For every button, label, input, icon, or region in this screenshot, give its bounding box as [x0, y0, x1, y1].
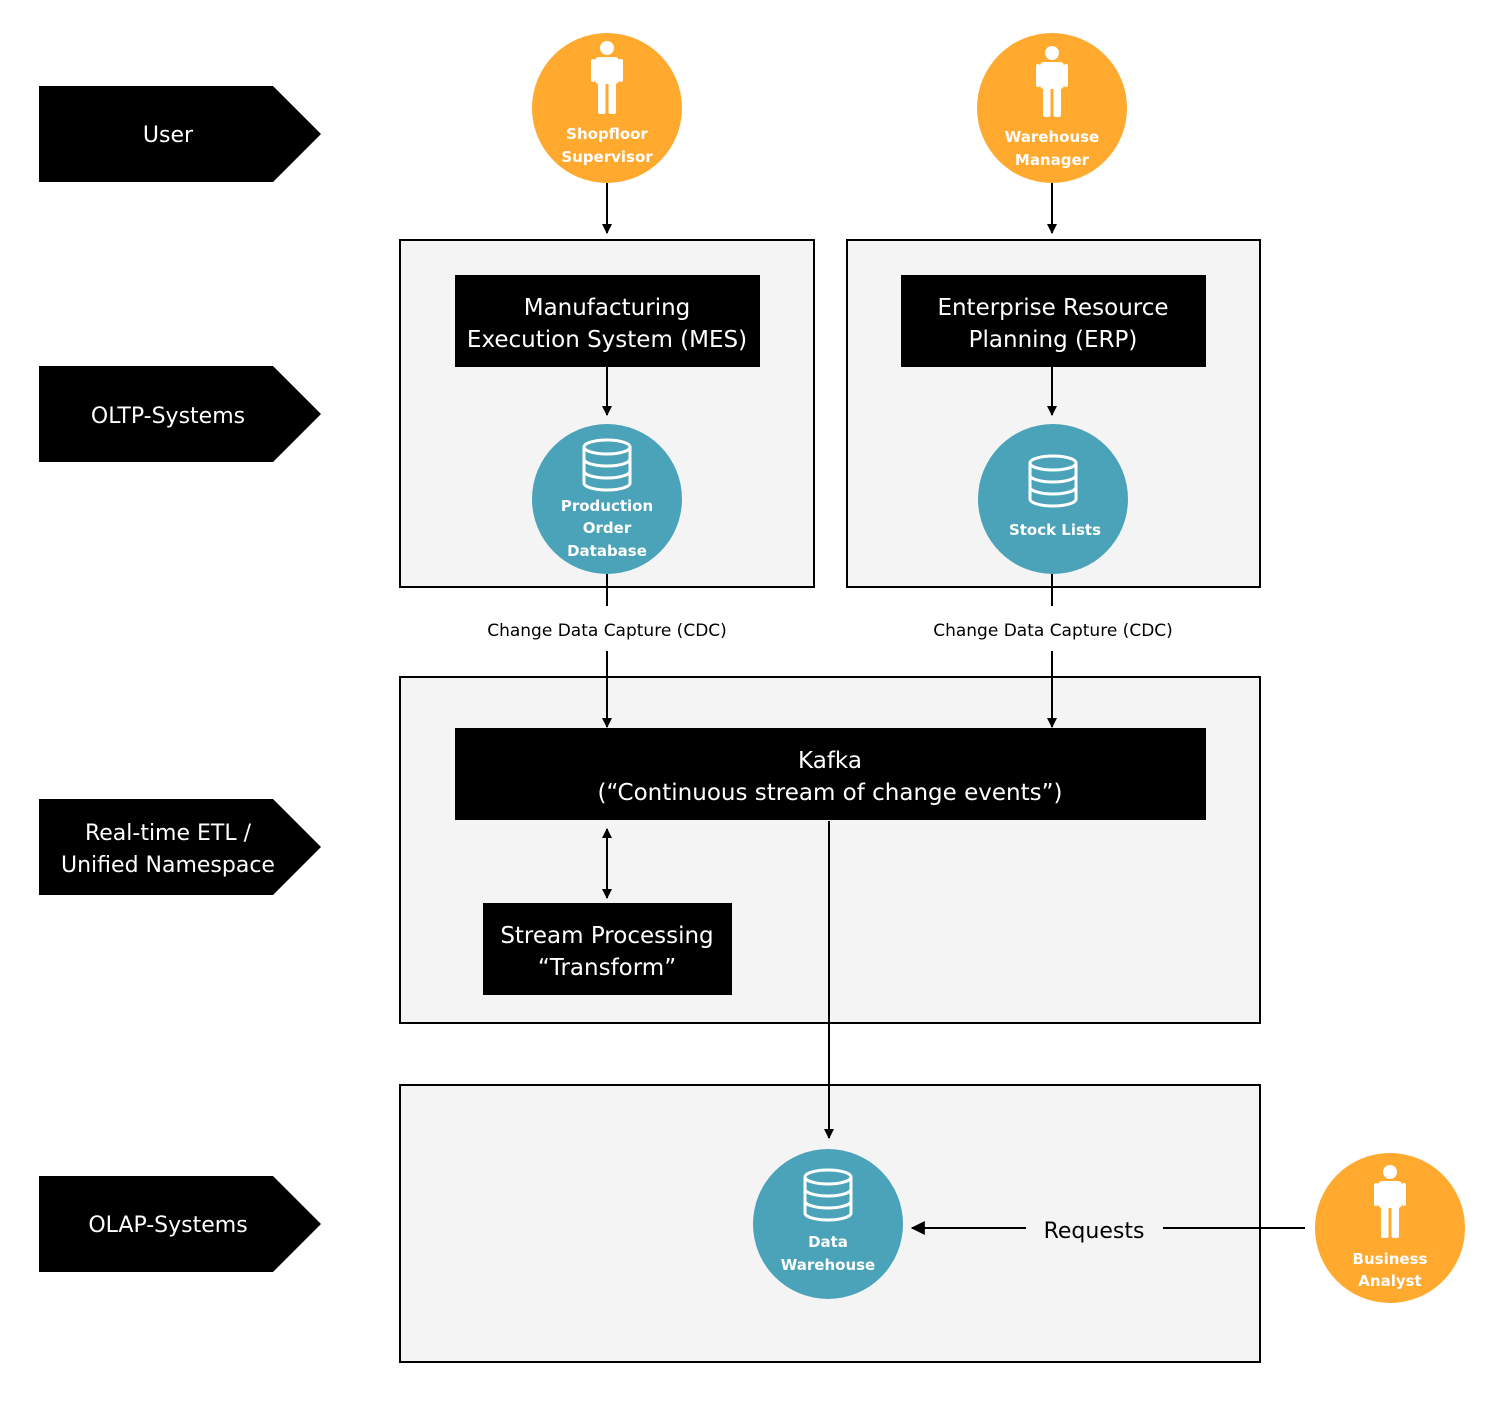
requests-label: Requests	[1044, 1219, 1145, 1244]
system-stream-processing-label-line1: Stream Processing	[500, 923, 713, 949]
db-production-order-database-label-line1: Production	[561, 497, 653, 515]
lane-user-shape	[39, 86, 321, 182]
user-business-analyst-label-line2: Analyst	[1358, 1272, 1421, 1290]
system-kafka: Kafka (“Continuous stream of change even…	[455, 728, 1206, 820]
user-shopfloor-supervisor-label-line2: Supervisor	[561, 148, 653, 166]
user-business-analyst-circle	[1315, 1153, 1465, 1303]
user-warehouse-manager-circle	[977, 33, 1127, 183]
system-erp-label-line2: Planning (ERP)	[969, 327, 1138, 353]
user-shopfloor-supervisor-circle	[532, 33, 682, 183]
system-stream-processing-label-line2: “Transform”	[538, 955, 676, 981]
system-kafka-label-line2: (“Continuous stream of change events”)	[597, 780, 1062, 806]
db-data-warehouse-circle	[753, 1149, 903, 1299]
lane-user: User	[39, 86, 321, 182]
db-stock-lists: Stock Lists	[978, 424, 1128, 574]
lane-etl-shape	[39, 799, 321, 895]
system-mes: Manufacturing Execution System (MES)	[455, 275, 760, 367]
system-kafka-box	[455, 728, 1206, 820]
lane-olap-shape	[39, 1176, 321, 1272]
system-kafka-label-line1: Kafka	[798, 748, 862, 774]
lane-oltp-shape	[39, 366, 321, 462]
user-warehouse-manager-label-line1: Warehouse	[1005, 128, 1099, 146]
db-stock-lists-label: Stock Lists	[1009, 521, 1101, 539]
cdc-label-erp: Change Data Capture (CDC)	[933, 621, 1173, 641]
lane-oltp-label: OLTP-Systems	[91, 404, 245, 429]
system-mes-label-line1: Manufacturing	[524, 295, 691, 321]
db-production-order-database-circle	[532, 424, 682, 574]
lane-user-label: User	[143, 123, 194, 148]
person-icon	[1374, 1165, 1406, 1238]
db-production-order-database-label-line3: Database	[567, 542, 647, 560]
user-warehouse-manager-label-line2: Manager	[1015, 151, 1090, 169]
database-icon	[803, 1168, 853, 1222]
system-erp: Enterprise Resource Planning (ERP)	[901, 275, 1206, 367]
user-shopfloor-supervisor-label-line1: Shopfloor	[566, 125, 648, 143]
user-business-analyst: Business Analyst	[1315, 1153, 1465, 1303]
system-erp-box	[901, 275, 1206, 367]
lane-etl-label-line2: Unified Namespace	[61, 853, 275, 878]
db-data-warehouse-label-line1: Data	[808, 1233, 848, 1251]
lane-etl-label-line1: Real-time ETL /	[85, 821, 252, 846]
person-icon	[1036, 46, 1068, 117]
system-stream-processing-box	[483, 903, 732, 995]
system-erp-label-line1: Enterprise Resource	[937, 295, 1168, 321]
database-icon	[582, 438, 632, 492]
system-mes-box	[455, 275, 760, 367]
lane-oltp: OLTP-Systems	[39, 366, 321, 462]
lane-olap: OLAP-Systems	[39, 1176, 321, 1272]
user-warehouse-manager: Warehouse Manager	[977, 33, 1127, 183]
database-icon	[1028, 454, 1078, 508]
system-stream-processing: Stream Processing “Transform”	[483, 903, 732, 995]
lane-etl: Real-time ETL / Unified Namespace	[39, 799, 321, 895]
db-production-order-database-label-line2: Order	[583, 519, 632, 537]
system-mes-label-line2: Execution System (MES)	[467, 327, 747, 353]
user-business-analyst-label-line1: Business	[1353, 1250, 1428, 1268]
user-shopfloor-supervisor: Shopfloor Supervisor	[532, 33, 682, 183]
person-icon	[591, 41, 623, 114]
lane-olap-label: OLAP-Systems	[88, 1213, 247, 1238]
db-data-warehouse-label-line2: Warehouse	[781, 1256, 875, 1274]
db-data-warehouse: Data Warehouse	[753, 1149, 903, 1299]
db-stock-lists-circle	[978, 424, 1128, 574]
cdc-label-mes: Change Data Capture (CDC)	[487, 621, 727, 641]
db-production-order-database: Production Order Database	[532, 424, 682, 574]
